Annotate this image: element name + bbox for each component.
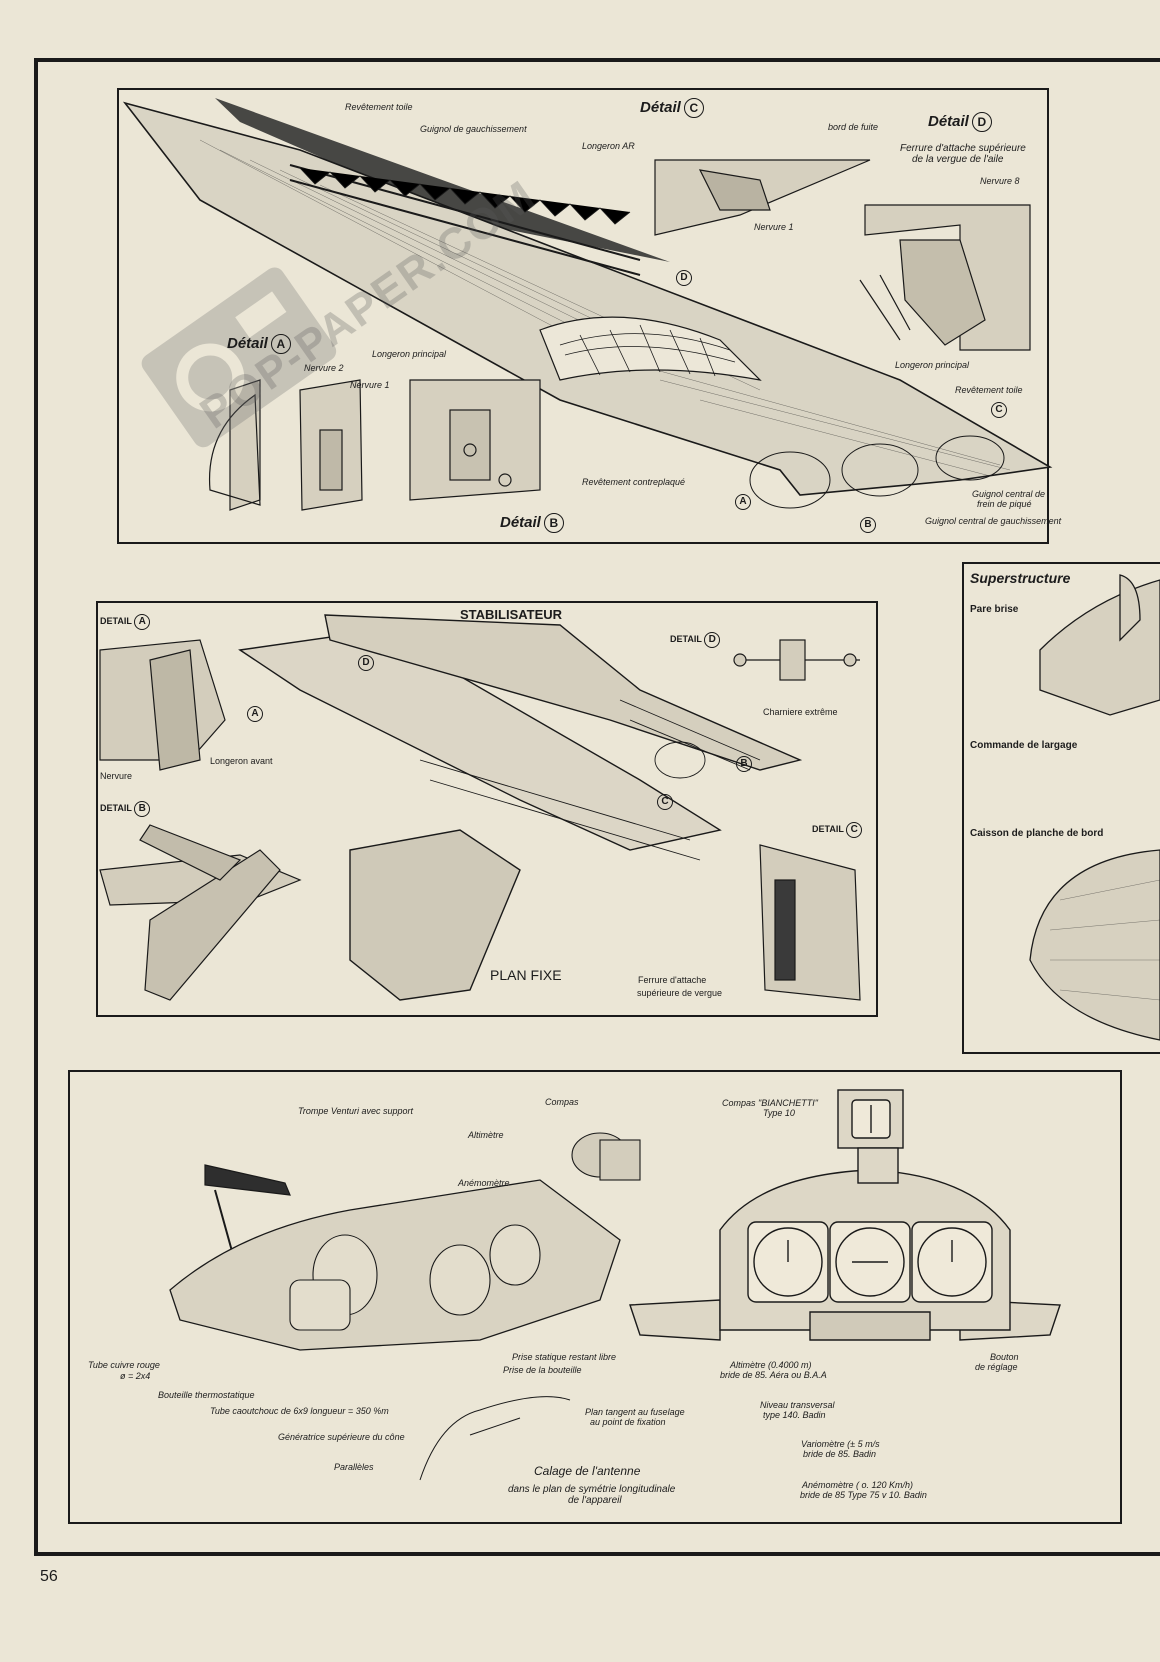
label-paralleles: Parallèles — [334, 1462, 374, 1472]
label-calage-3: de l'appareil — [568, 1495, 622, 1506]
label-plan-tangent-2: au point de fixation — [590, 1417, 666, 1427]
label-bouteille: Bouteille thermostatique — [158, 1390, 255, 1400]
stab-title: STABILISATEUR — [460, 607, 563, 622]
stab-detail-c-circle: C — [846, 822, 863, 838]
label-longeron-ar: Longeron AR — [582, 141, 635, 151]
stab-detail-a-circle: A — [134, 614, 151, 630]
label-longeron-principal-b: Longeron principal — [372, 349, 447, 359]
label-nervure-1-a: Nervure 1 — [350, 380, 390, 390]
stab-label-ferrure-1: Ferrure d'attache — [638, 975, 707, 985]
label-niveau-1: Niveau transversal — [760, 1400, 835, 1410]
stab-label-nervure: Nervure — [100, 771, 133, 781]
label-ferrure-attache-1: Ferrure d'attache supérieure — [900, 143, 1026, 154]
label-guignol-central-gauch: Guignol central de gauchissement — [925, 516, 1062, 526]
label-nervure-8: Nervure 8 — [980, 176, 1020, 186]
wing-callout-c: C — [991, 402, 1007, 418]
stab-detail-a-title: DETAIL A — [100, 614, 151, 630]
label-variometre-2: bride de 85. Badin — [803, 1449, 877, 1459]
label-longeron-principal-d: Longeron principal — [895, 360, 970, 370]
stab-label-charniere: Charniere extrême — [763, 707, 838, 717]
label-commande-largage: Commande de largage — [970, 740, 1078, 751]
stab-callout-d: D — [358, 655, 374, 671]
label-tube-caoutchouc: Tube caoutchouc de 6x9 longueur = 350 %m — [210, 1406, 389, 1416]
label-bouton-2: de réglage — [975, 1362, 1018, 1372]
label-anemometre-panel-2: bride de 85 Type 75 v 10. Badin — [800, 1490, 927, 1500]
label-prise-statique: Prise statique restant libre — [512, 1352, 617, 1362]
label-tube-cuivre-2: ø = 2x4 — [120, 1371, 151, 1381]
stab-label-ferrure-2: supérieure de vergue — [637, 988, 723, 998]
label-revetement-toile-top: Revêtement toile — [345, 102, 413, 112]
label-bord-de-fuite: bord de fuite — [828, 122, 879, 132]
wing-callout-d: D — [676, 270, 692, 286]
label-guignol-gauchissement: Guignol de gauchissement — [420, 124, 527, 134]
wing-detail-b-text: Détail — [500, 514, 541, 531]
label-anemometre-panel-1: Anémomètre ( o. 120 Km/h) — [802, 1480, 914, 1490]
wing-detail-d-circle: D — [971, 112, 992, 132]
wing-detail-c-circle: C — [683, 98, 704, 118]
stab-callout-c: C — [657, 794, 673, 810]
wing-detail-a-circle: A — [270, 334, 291, 354]
page-frame — [34, 58, 1160, 1556]
label-pare-brise: Pare brise — [970, 604, 1019, 615]
wing-panel — [117, 88, 1049, 544]
stab-detail-c-title: DETAIL C — [812, 822, 863, 838]
label-revetement-toile-right: Revêtement toile — [955, 385, 1023, 395]
label-calage-1: Calage de l'antenne — [534, 1464, 641, 1478]
label-anemometre: Anémomètre — [458, 1178, 510, 1188]
wing-detail-b-circle: B — [543, 513, 564, 533]
label-variometre-1: Variomètre (± 5 m/s — [801, 1439, 880, 1449]
label-altimetre-panel-1: Altimètre (0.4000 m) — [730, 1360, 812, 1370]
label-nervure-1-c: Nervure 1 — [754, 222, 794, 232]
stab-detail-a-text: DETAIL — [100, 616, 132, 626]
label-compas: Compas — [545, 1097, 579, 1107]
stab-detail-b-circle: B — [134, 801, 151, 817]
wing-callout-a: A — [735, 494, 751, 510]
wing-detail-a-text: Détail — [227, 335, 268, 352]
label-calage-2: dans le plan de symétrie longitudinale — [508, 1484, 676, 1495]
label-altimetre: Altimètre — [468, 1130, 504, 1140]
page-number: 56 — [40, 1568, 58, 1585]
superstructure-title: Superstructure — [970, 570, 1071, 586]
label-generatrice: Génératrice supérieure du cône — [278, 1432, 405, 1442]
label-trompe-venturi: Trompe Venturi avec support — [298, 1106, 414, 1116]
stab-detail-b-text: DETAIL — [100, 803, 132, 813]
stab-plan-fixe: PLAN FIXE — [490, 967, 562, 983]
label-revetement-contreplaque: Revêtement contreplaqué — [582, 477, 686, 487]
wing-detail-c-text: Détail — [640, 99, 681, 116]
wing-callout-b: B — [860, 517, 876, 533]
stab-callout-a: A — [247, 706, 263, 722]
label-compas-bianchetti-1: Compas "BIANCHETTI" — [722, 1098, 818, 1108]
stab-detail-d-text: DETAIL — [670, 634, 702, 644]
label-compas-bianchetti-2: Type 10 — [763, 1108, 795, 1118]
stab-detail-c-text: DETAIL — [812, 824, 844, 834]
stab-detail-b-title: DETAIL B — [100, 801, 151, 817]
stab-callout-b: B — [736, 756, 752, 772]
label-guignol-frein-1: Guignol central de — [972, 489, 1046, 499]
stab-panel — [96, 601, 878, 1017]
label-caisson: Caisson de planche de bord — [970, 828, 1104, 839]
stab-detail-d-title: DETAIL D — [670, 632, 721, 648]
stab-detail-d-circle: D — [704, 632, 721, 648]
label-nervure-2: Nervure 2 — [304, 363, 344, 373]
label-prise-bouteille: Prise de la bouteille — [503, 1365, 582, 1375]
superstructure-panel — [962, 562, 1160, 1054]
label-bouton-1: Bouton — [990, 1352, 1019, 1362]
stab-label-longeron-avant: Longeron avant — [210, 756, 273, 766]
wing-detail-d-text: Détail — [928, 113, 969, 130]
instruments-panel — [68, 1070, 1122, 1524]
label-tube-cuivre-1: Tube cuivre rouge — [88, 1360, 160, 1370]
label-altimetre-panel-2: bride de 85. Aéra ou B.A.A — [720, 1370, 827, 1380]
label-plan-tangent-1: Plan tangent au fuselage — [585, 1407, 685, 1417]
label-niveau-2: type 140. Badin — [763, 1410, 826, 1420]
label-ferrure-attache-2: de la vergue de l'aile — [912, 154, 1004, 165]
label-guignol-frein-2: frein de piqué — [977, 499, 1032, 509]
